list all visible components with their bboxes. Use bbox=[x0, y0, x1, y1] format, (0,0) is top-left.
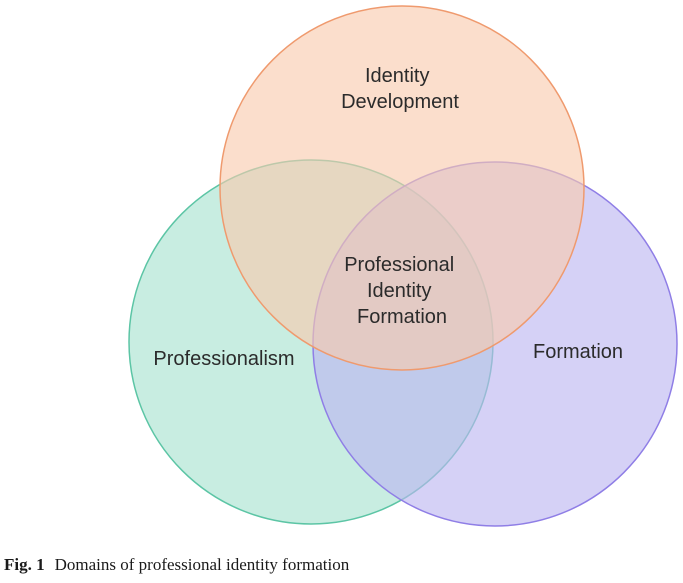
formation-label: Formation bbox=[533, 341, 623, 363]
figure-number: Fig. 1 bbox=[4, 555, 45, 574]
center-intersection-label: Professional Identity Formation bbox=[344, 254, 460, 328]
venn-diagram: Identity Development Professionalism For… bbox=[128, 5, 678, 527]
professionalism-label: Professionalism bbox=[153, 348, 294, 370]
figure-caption-text: Domains of professional identity formati… bbox=[54, 555, 350, 574]
figure-caption: Fig. 1 Domains of professional identity f… bbox=[4, 555, 349, 575]
identity-development-circle bbox=[219, 5, 585, 371]
identity-development-label: Identity Development bbox=[341, 65, 459, 113]
